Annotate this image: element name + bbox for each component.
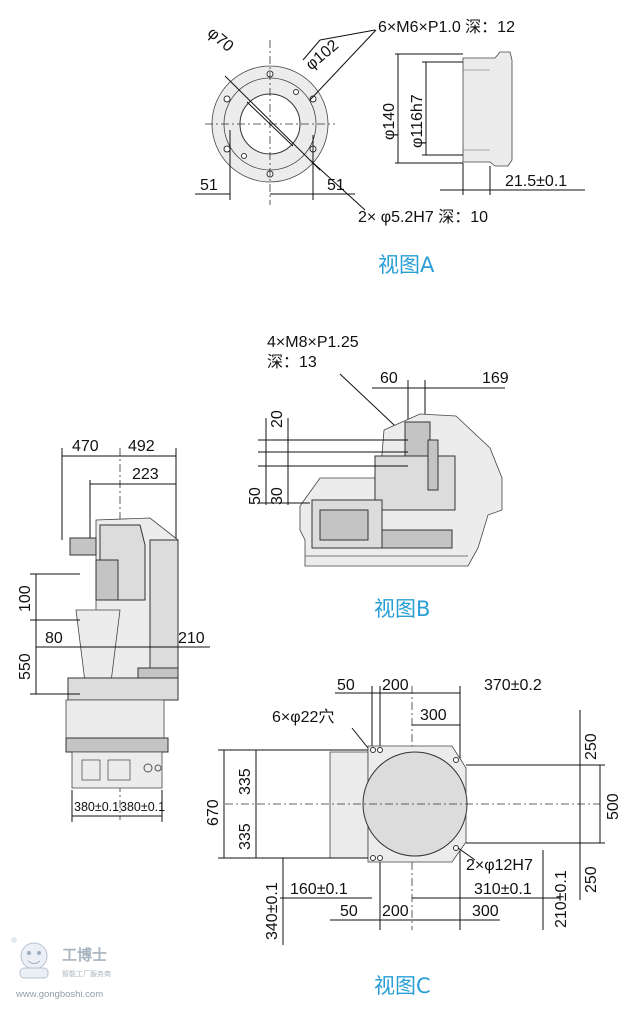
view-b-dim-50: 50 <box>247 487 264 505</box>
view-a-depth: 21.5±0.1 <box>505 173 567 190</box>
view-c-bot-300: 300 <box>472 903 499 920</box>
view-c-title: 视图C <box>374 974 431 998</box>
view-c-pins-12: 2×φ12H7 <box>466 857 533 874</box>
view-a-right-51: 51 <box>327 177 345 194</box>
side-base-right: 380±0.1 <box>120 800 165 814</box>
side-dim-492: 492 <box>128 438 155 455</box>
view-c-dim-670: 670 <box>205 799 222 826</box>
robot-wrist <box>69 537 97 556</box>
view-c-dim-250a: 250 <box>583 733 600 760</box>
view-c-dim-310: 310±0.1 <box>474 881 532 898</box>
view-a-pin-holes: 2× φ5.2H7 深：10 <box>358 208 488 226</box>
view-c-top-200: 200 <box>382 677 409 694</box>
view-b-dim-20: 20 <box>269 410 286 428</box>
robot-turntable <box>65 699 165 739</box>
view-c-dim-500: 500 <box>605 793 622 820</box>
robot-base <box>71 751 163 789</box>
mascot-logo <box>11 937 49 979</box>
view-a: φ70 φ102 6×M6×P1.0 深：12 51 51 2× φ5.2H7 … <box>195 18 585 277</box>
side-dim-210: 210 <box>178 630 205 647</box>
side-dim-223: 223 <box>132 466 159 483</box>
view-c-bot-200: 200 <box>382 903 409 920</box>
view-c-top-50: 50 <box>337 677 355 694</box>
view-a-left-51: 51 <box>200 177 218 194</box>
view-b-holes-2: 深：13 <box>267 353 317 371</box>
side-dim-550: 550 <box>17 653 34 680</box>
side-base-left: 380±0.1 <box>74 800 119 814</box>
view-b-title: 视图B <box>374 597 430 621</box>
side-dim-80: 80 <box>45 630 63 647</box>
view-a-dia-116: φ116h7 <box>409 94 426 148</box>
view-c-dim-335a: 335 <box>237 768 254 795</box>
view-b-holes-1: 4×M8×P1.25 <box>267 334 359 351</box>
view-a-dia-70: φ70 <box>204 24 237 55</box>
view-c-dim-160: 160±0.1 <box>290 881 348 898</box>
side-view: 470 492 223 100 550 80 210 380±0.1 <box>17 438 210 822</box>
view-b-dim-30: 30 <box>269 487 286 505</box>
view-b-dim-60: 60 <box>380 370 398 387</box>
view-a-side-profile <box>462 51 513 167</box>
view-c-holes-22: 6×φ22穴 <box>272 708 334 726</box>
watermark-brand: 工博士 <box>62 946 107 964</box>
watermark-url: www.gongboshi.com <box>15 989 103 1000</box>
view-c-side-block <box>329 751 369 859</box>
watermark: 工博士 智能工厂服务商 www.gongboshi.com <box>11 937 111 1000</box>
view-c-bot-50: 50 <box>340 903 358 920</box>
view-c: 50 200 370±0.2 300 6×φ22穴 670 335 335 25… <box>205 677 622 998</box>
view-c-dim-335b: 335 <box>237 823 254 850</box>
side-dim-470: 470 <box>72 438 99 455</box>
view-a-holes-top: 6×M6×P1.0 深：12 <box>378 18 515 36</box>
view-a-dia-102: φ102 <box>303 37 342 74</box>
view-b-dim-169: 169 <box>482 370 509 387</box>
view-a-title: 视图A <box>378 253 435 277</box>
robot-counterweight <box>149 539 179 671</box>
view-a-dia-140: φ140 <box>381 103 398 140</box>
view-c-dim-210: 210±0.1 <box>553 870 570 928</box>
view-b: 4×M8×P1.25 深：13 60 169 20 50 30 视图B <box>247 334 509 621</box>
view-c-top-300: 300 <box>420 707 447 724</box>
side-dim-100: 100 <box>17 585 34 612</box>
view-c-top-370: 370±0.2 <box>484 677 542 694</box>
view-c-dim-340: 340±0.1 <box>264 882 281 940</box>
watermark-tagline: 智能工厂服务商 <box>62 969 111 978</box>
view-c-dim-250b: 250 <box>583 866 600 893</box>
